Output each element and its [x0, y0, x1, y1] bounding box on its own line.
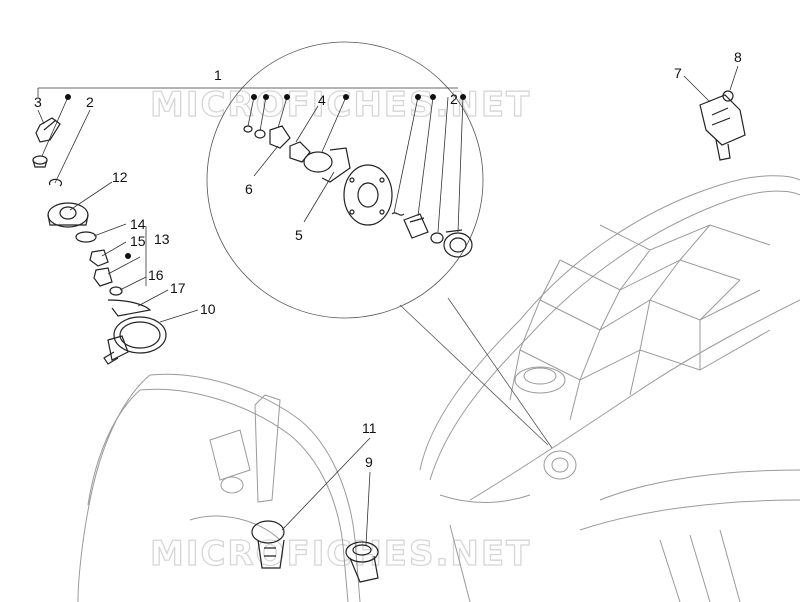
callout-16: 16: [148, 267, 164, 283]
part-spring-small: [391, 212, 405, 216]
part-disc-cover: [343, 164, 393, 226]
part-15-cam: [89, 249, 109, 267]
part-4-gasket: [289, 141, 311, 163]
callout-3: 3: [34, 94, 42, 110]
callout-11: 11: [362, 420, 377, 436]
part-10-cable-clamp: [103, 316, 167, 365]
callout-2-left: 2: [86, 94, 94, 110]
callout-5: 5: [295, 227, 303, 243]
part-5-plate: [303, 147, 351, 183]
watermark-top: MICROFICHES.NET: [150, 85, 531, 125]
part-7-hinge: [699, 94, 746, 161]
callout-1: 1: [214, 67, 222, 83]
part-washers-small: [243, 125, 266, 139]
glovebox-outline: [77, 373, 361, 602]
callout-dots: [65, 94, 466, 259]
part-16-spring: [109, 286, 123, 296]
detail-magnifier: [206, 41, 553, 449]
part-o-ring: [430, 232, 444, 244]
callout-14: 14: [130, 216, 146, 232]
callout-6: 6: [245, 181, 253, 197]
callout-labels: 1 3 2 4 2 6 5 7 8 12 14 13 15 16 17 10 1…: [34, 49, 742, 470]
part-11-connector: [251, 520, 285, 569]
callout-2-right: 2: [450, 91, 458, 107]
scooter-body-outline: [419, 175, 800, 602]
part-lock-bezel: [443, 229, 473, 258]
part-3-lever: [35, 117, 61, 143]
callout-9: 9: [365, 454, 373, 470]
callout-10: 10: [200, 301, 216, 317]
callout-4: 4: [318, 92, 326, 108]
part-bushing-left: [32, 155, 48, 168]
callout-12: 12: [112, 169, 128, 185]
part-lock-cylinder: [403, 213, 429, 239]
leader-lines: [37, 65, 739, 546]
part-14-ring: [75, 231, 97, 243]
watermark-bottom: MICROFICHES.NET: [150, 534, 531, 574]
part-17-wire: [107, 299, 152, 317]
callout-15: 15: [130, 233, 146, 249]
part-rotor: [93, 267, 113, 287]
part-6-block: [269, 125, 291, 149]
callout-17: 17: [170, 280, 186, 296]
callout-7: 7: [674, 65, 682, 81]
callout-13: 13: [154, 231, 170, 247]
part-9-grommet: [345, 541, 379, 583]
part-8-screw: [722, 90, 734, 102]
callout-8: 8: [734, 49, 742, 65]
part-12-lock-body: [47, 202, 89, 228]
